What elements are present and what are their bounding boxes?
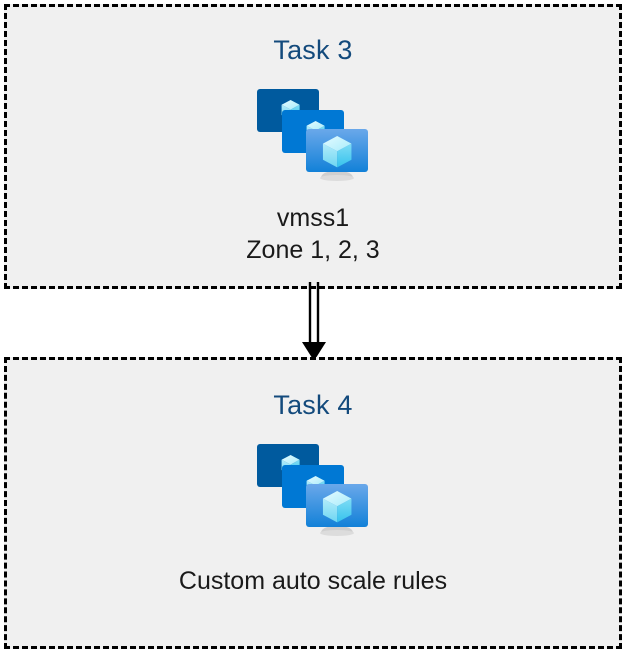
task-3-caption-line-1: vmss1 bbox=[276, 204, 350, 232]
arrowhead-icon bbox=[302, 342, 326, 361]
task-3-caption: vmss1 Zone 1, 2, 3 bbox=[246, 202, 379, 266]
task-4-caption-line-1: Custom auto scale rules bbox=[178, 567, 448, 595]
task-node-task-4[interactable]: Task 4 bbox=[4, 357, 622, 649]
monitor-front-shape bbox=[306, 484, 368, 527]
task-3-title: Task 3 bbox=[273, 35, 353, 65]
connector-arrow-task3-to-task4 bbox=[302, 282, 326, 361]
virtual-machine-scale-set-icon bbox=[257, 89, 368, 181]
task-node-task-3[interactable]: Task 3 bbox=[4, 4, 622, 289]
task-3-caption-line-2: Zone 1, 2, 3 bbox=[246, 236, 380, 264]
virtual-machine-scale-set-icon bbox=[257, 444, 368, 536]
task-4-caption: Custom auto scale rules bbox=[179, 565, 447, 597]
task-4-title: Task 4 bbox=[273, 390, 353, 420]
monitor-front-shape bbox=[306, 129, 368, 172]
